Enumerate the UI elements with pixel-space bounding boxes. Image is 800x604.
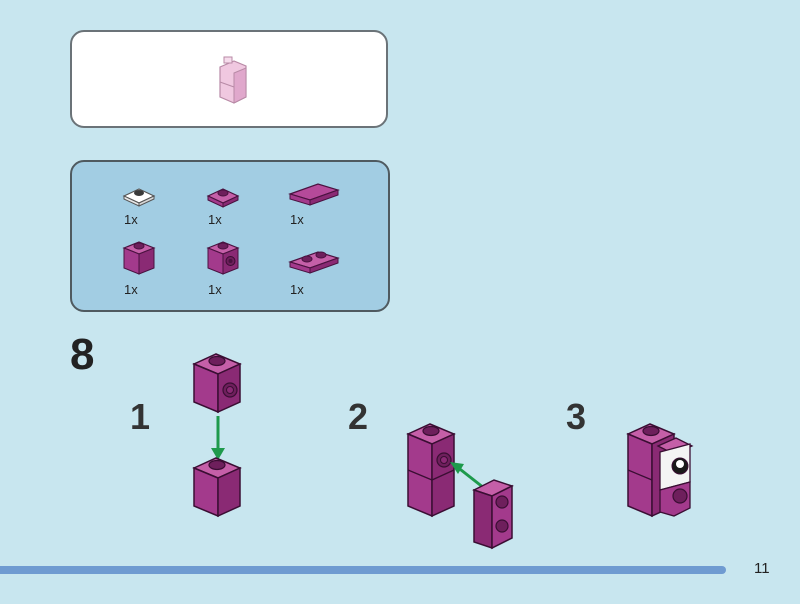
substep-label-3: 3 (566, 396, 587, 437)
part-qty-3: 1x (290, 212, 304, 227)
magenta-plate-1x2-icon (288, 251, 340, 274)
substep-2-illustration (406, 423, 514, 550)
substep-3-illustration (626, 423, 694, 518)
magenta-plate-1x1-icon (206, 188, 240, 208)
finished-submodel-thumbnail (219, 56, 247, 104)
page-progress-bar (0, 566, 726, 574)
submodel-preview-panel (70, 30, 388, 128)
part-qty-6: 1x (290, 282, 304, 297)
magenta-tile-1x2-icon (288, 183, 340, 206)
substep-label-1: 1 (130, 396, 151, 437)
part-qty-1: 1x (124, 212, 138, 227)
magenta-brick-1x1-icon (122, 241, 156, 275)
parts-list-panel: 1x 1x 1x 1x 1x 1x (70, 160, 390, 312)
substep-label-2: 2 (348, 396, 369, 437)
white-plate-1x1-icon (122, 188, 156, 207)
part-qty-4: 1x (124, 282, 138, 297)
part-qty-5: 1x (208, 282, 222, 297)
magenta-brick-side-stud-icon (206, 241, 240, 275)
substep-1-illustration (192, 353, 242, 518)
step-number: 8 (70, 330, 95, 379)
page-number: 11 (754, 560, 770, 577)
part-qty-2: 1x (208, 212, 222, 227)
